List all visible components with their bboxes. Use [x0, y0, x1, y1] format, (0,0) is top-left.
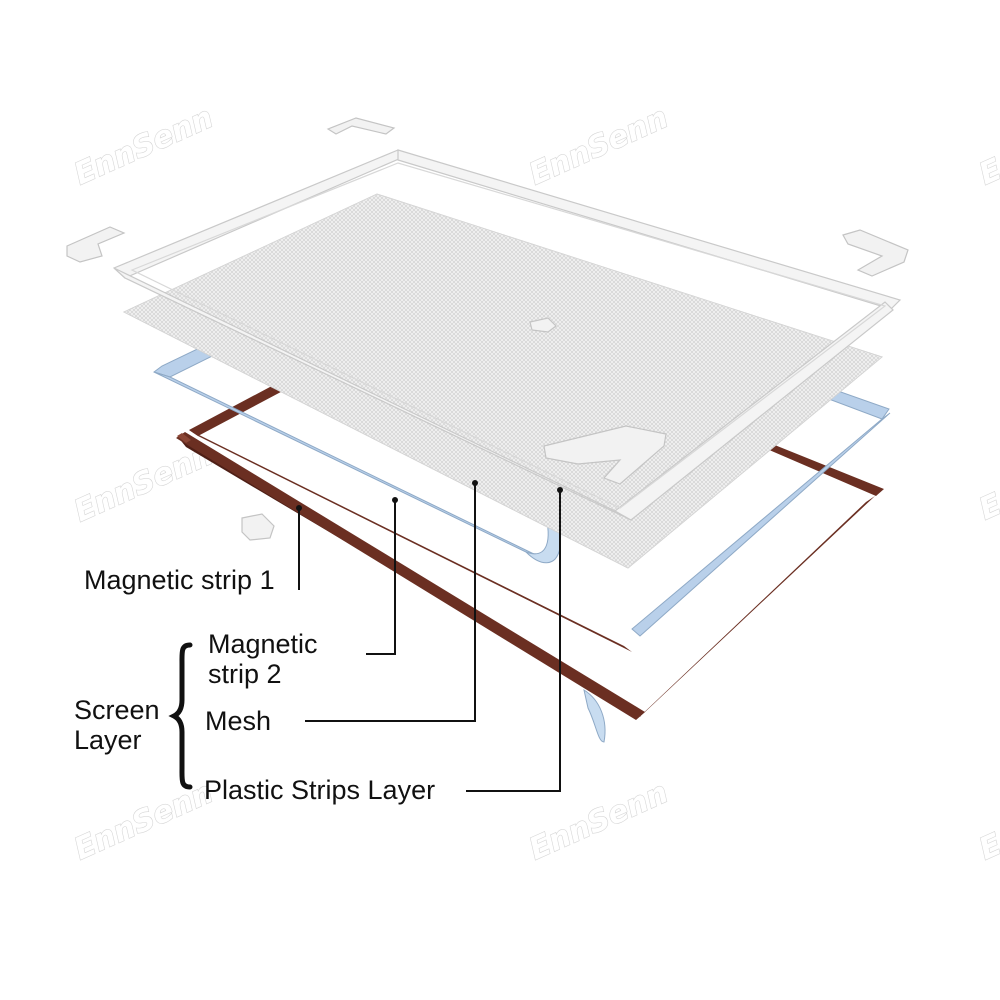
label-magnetic-strip-2-line2: strip 2: [208, 659, 282, 689]
curly-brace-icon: [168, 642, 193, 790]
leader-lines: [296, 480, 563, 792]
watermark-text: EnnSenn: [974, 100, 1000, 192]
label-screen-layer-line2: Layer: [74, 725, 142, 755]
leader-mesh: [305, 483, 476, 722]
pointer-dot: [472, 480, 478, 486]
corner-pieces: [66, 117, 909, 541]
magnetic-strip-1-frame: [176, 432, 875, 720]
label-mesh: Mesh: [205, 706, 271, 736]
watermark-text: EnnSenn: [69, 775, 218, 867]
label-magnetic-strip-1: Magnetic strip 1: [84, 565, 275, 595]
label-screen-layer-line1: Screen: [74, 695, 160, 725]
plastic-frame: [112, 149, 902, 521]
watermark-text: EnnSenn: [69, 100, 218, 192]
label-magnetic-strip-2-line1: Magnetic: [208, 629, 318, 659]
leader-plastic-strips-layer: [466, 490, 561, 792]
leader-magnetic-strip-2: [366, 500, 396, 655]
pointer-dot: [392, 497, 398, 503]
watermark-text: EnnSenn: [974, 775, 1000, 867]
watermark-text: EnnSenn: [524, 100, 673, 192]
pointer-dot: [296, 505, 302, 511]
watermark-text: EnnSenn: [974, 435, 1000, 527]
pointer-dot: [557, 487, 563, 493]
watermark-text: EnnSenn: [524, 775, 673, 867]
label-plastic-strips-layer: Plastic Strips Layer: [204, 775, 435, 805]
mesh-layer: [122, 193, 884, 569]
